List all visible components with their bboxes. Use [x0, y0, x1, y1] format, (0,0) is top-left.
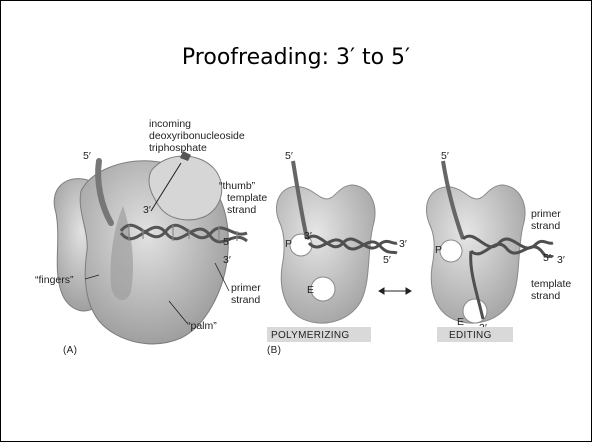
label-p-left: P: [285, 238, 292, 250]
label-primer-2: strand: [231, 294, 260, 306]
panel-b-editing: 5′ P E 3′ primer strand 5′ 3′ template s…: [426, 150, 571, 342]
panel-a: 5′ incoming deoxyribonucleoside triphosp…: [35, 118, 267, 356]
equilibrium-arrow: [379, 288, 411, 294]
label-3prime-a: 3′: [143, 204, 151, 216]
label-5prime-left-end: 5′: [383, 254, 391, 266]
label-5prime-right: 5′: [441, 150, 449, 162]
label-3prime-left-inner: 3′: [304, 230, 312, 242]
e-site-right: [463, 299, 487, 323]
polymerizing-label: POLYMERIZING: [271, 330, 349, 341]
label-template-right-1: template: [531, 278, 571, 290]
label-p-right: P: [435, 244, 442, 256]
label-incoming-3: triphosphate: [149, 142, 207, 154]
label-e-right: E: [457, 316, 464, 328]
label-incoming-1: incoming: [149, 118, 191, 130]
editing-label: EDITING: [449, 330, 492, 341]
label-3prime-b: 3′: [223, 254, 231, 266]
label-5prime-a: 5′: [83, 150, 91, 162]
panel-b-tag: (B): [267, 345, 281, 356]
label-5prime-left: 5′: [285, 150, 293, 162]
label-primer-right-1: primer: [531, 208, 561, 220]
e-site-left: [311, 277, 335, 301]
panel-a-tag: (A): [63, 345, 77, 356]
polymerase-body-left: [276, 185, 374, 323]
label-incoming-2: deoxyribonucleoside: [149, 130, 245, 142]
label-template-1: template: [227, 192, 267, 204]
label-3prime-left-end: 3′: [399, 238, 407, 250]
p-site-right: [440, 240, 462, 262]
label-e-left: E: [307, 284, 314, 296]
label-template-right-2: strand: [531, 290, 560, 302]
label-5prime-b: 5′: [223, 236, 231, 248]
label-palm: “palm”: [187, 320, 217, 332]
label-3prime-right-end: 3′: [557, 254, 565, 266]
label-thumb: “thumb”: [219, 180, 256, 192]
panel-b-polymerizing: 5′ P 3′ E 3′ 5′ POLYMERIZING (B): [267, 150, 407, 356]
label-primer-right-2: strand: [531, 220, 560, 232]
label-fingers: “fingers”: [35, 274, 74, 286]
label-primer-1: primer: [231, 282, 261, 294]
label-5prime-right-end: 5′: [543, 252, 551, 264]
label-template-2: strand: [227, 204, 256, 216]
